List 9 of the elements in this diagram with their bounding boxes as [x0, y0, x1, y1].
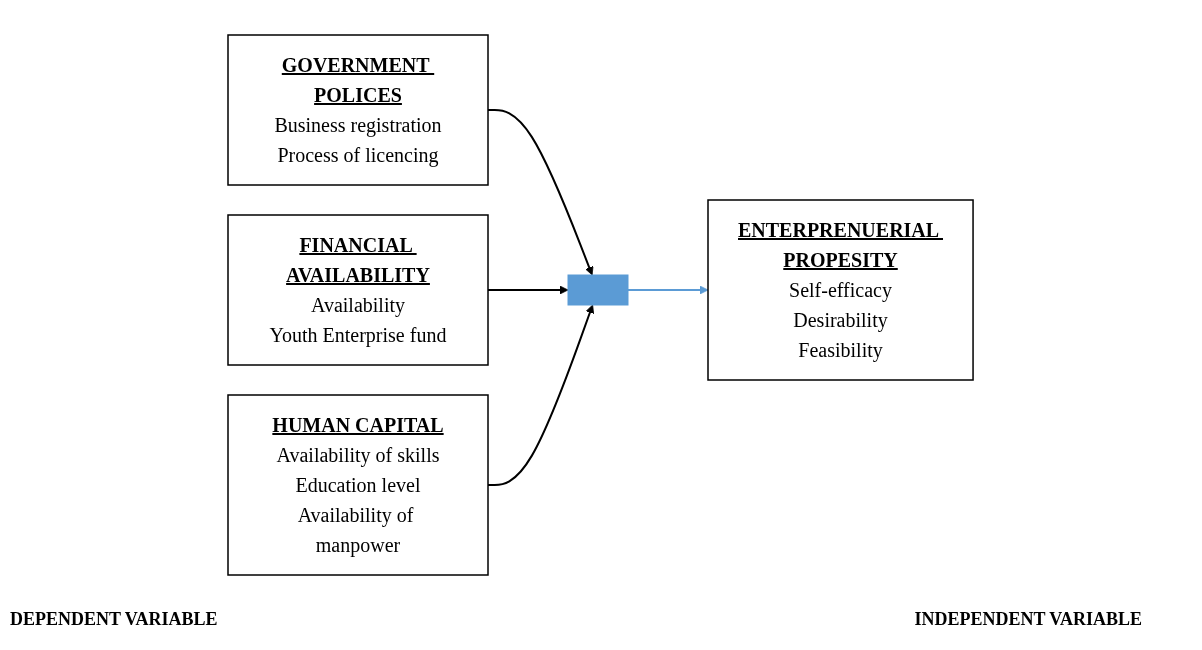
node-box: [227, 213, 490, 366]
axis-caption: DEPENDENT VARIABLE: [10, 609, 218, 630]
node-box: [227, 33, 490, 186]
axis-caption: INDEPENDENT VARIABLE: [914, 609, 1142, 630]
node-bar: [567, 274, 629, 305]
arrow: [627, 285, 709, 294]
diagram: GOVERNMENT POLICES Business registration Process of licencing FINANCIAL AVAILABILITY Availability Youth Enterprise fund HUMAN CAPITAL Availability of skills Education level Availability of manpower ENTERPRENUERIAL PROPESITY Self-efficacy Desirability Feasibility: [220, 26, 982, 583]
node-box: [707, 198, 975, 381]
node-box: [227, 393, 490, 576]
